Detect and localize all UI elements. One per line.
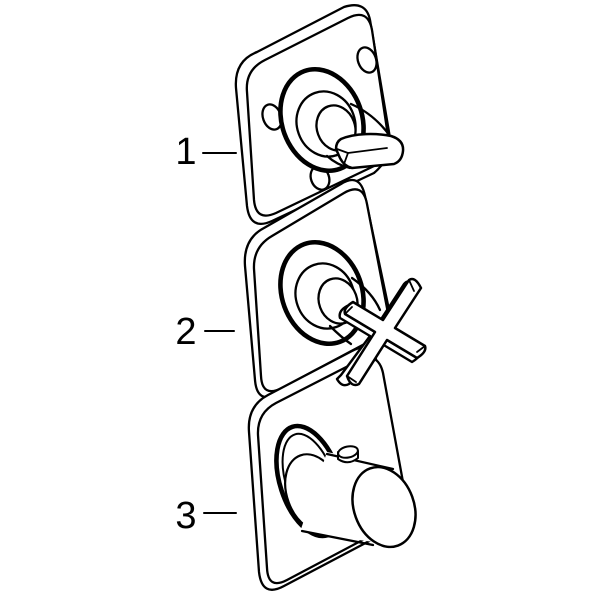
- knob-bottom-edge: [300, 529, 375, 547]
- callout-label-3: 3: [175, 495, 196, 537]
- cross-arm-endcap: [408, 279, 415, 292]
- knob-index-pin: [337, 445, 359, 464]
- cross-handle: [335, 277, 427, 387]
- cross-arm-endcap: [416, 345, 426, 353]
- thermostat-knob: [274, 423, 417, 549]
- knob-front-face: [351, 465, 417, 549]
- lever-blade-endcap: [343, 152, 349, 165]
- cross-handle-face: [343, 277, 427, 387]
- pin-top: [337, 445, 359, 459]
- cross-arm-endcap: [346, 375, 357, 383]
- callout-label-1: 1: [175, 131, 196, 173]
- screw-hole: [356, 46, 378, 74]
- module-1-plate: [234, 4, 405, 225]
- callout-label-2: 2: [175, 311, 196, 353]
- cross-arm-endcap: [344, 306, 353, 315]
- cross-stem-line: [328, 324, 353, 346]
- cross-stem-line: [350, 276, 382, 312]
- callouts: [202, 152, 237, 514]
- lever-stem-line: [349, 102, 392, 138]
- lever-handle: [325, 102, 405, 170]
